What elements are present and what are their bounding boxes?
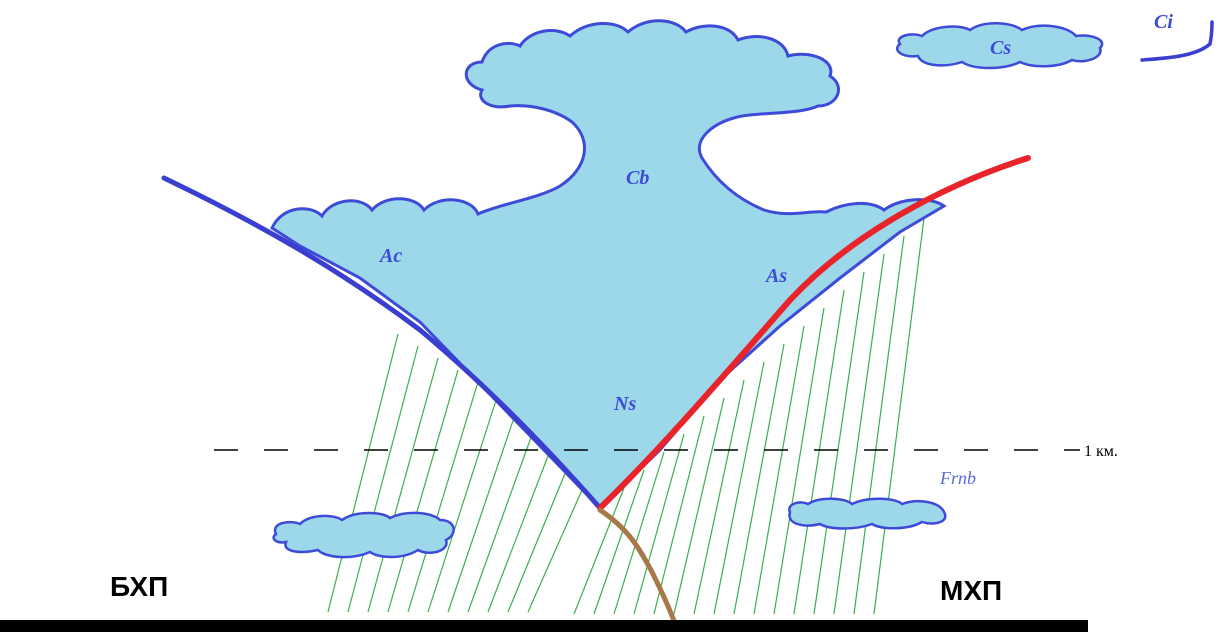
low-cloud-right (788, 497, 947, 530)
rain-streak (407, 381, 479, 613)
label-ns: Ns (613, 393, 636, 415)
rain-streak (427, 393, 499, 613)
rain-streak (467, 417, 539, 613)
rain-streak (613, 451, 665, 615)
rain-streak (347, 345, 419, 613)
rain-streak (367, 357, 439, 613)
rain-streak (573, 487, 625, 615)
label-ac: Ac (378, 245, 402, 267)
rain-streak (653, 415, 705, 615)
label-frnb: Frnb (939, 468, 976, 488)
rain-streak (833, 253, 885, 615)
rain-streak (447, 405, 519, 613)
rain-streak (593, 469, 645, 615)
rain-streak (793, 289, 845, 615)
rain-streak (773, 307, 825, 615)
cumulonimbus-cloud (270, 19, 947, 511)
cold-front-line (161, 175, 603, 511)
rain-streak (387, 369, 459, 613)
label-ci: Ci (1154, 11, 1173, 33)
ground-surface (0, 620, 1088, 632)
low-cloud-left (272, 511, 455, 559)
label-as: As (764, 265, 787, 287)
rain-streak (733, 343, 785, 615)
rain-streak (327, 333, 399, 613)
rain-streak (713, 361, 765, 615)
label-cb: Cb (626, 167, 649, 189)
occlusion-surface-line (597, 507, 679, 629)
rain-streak (753, 325, 805, 615)
rain-streak (633, 433, 685, 615)
cirrostratus-cloud (895, 22, 1104, 70)
label-left-air-mass: БХП (110, 571, 168, 602)
precipitation-hatching (327, 217, 925, 615)
cirrus-hook (1140, 20, 1214, 62)
rain-streak (853, 235, 905, 615)
label-right-air-mass: МХП (940, 575, 1002, 606)
label-cs: Cs (990, 37, 1011, 59)
rain-streak (673, 397, 725, 615)
rain-streak (873, 217, 925, 615)
rain-streak (693, 379, 745, 615)
rain-streak (487, 429, 559, 613)
warm-front-line (597, 155, 1031, 511)
rain-streak (813, 271, 865, 615)
label-one-km: 1 км. (1084, 443, 1118, 460)
